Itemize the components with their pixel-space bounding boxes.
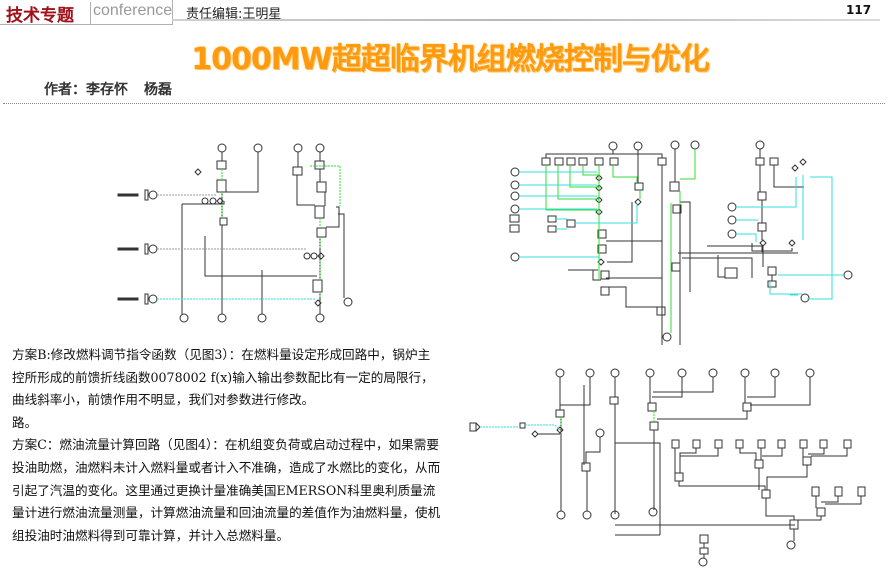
input-tag	[117, 293, 158, 305]
paragraph: 方案B:修改燃料调节指令函数（见图3）：在燃料量设定形成回路中，锅炉主控所形成的…	[12, 347, 434, 408]
header-brand: 技术专题	[6, 6, 74, 26]
header-separator	[90, 2, 91, 24]
control-logic-diagram-bottom-right	[469, 368, 866, 567]
paragraph: 路。	[12, 414, 38, 430]
author-label: 作者：	[44, 82, 86, 98]
control-logic-diagram-left	[117, 143, 353, 323]
control-logic-diagram-top-right	[509, 140, 853, 345]
paragraph: 方案C：燃油流量计算回路（见图4）：在机组变负荷或启动过程中，如果需要投油助燃，…	[12, 437, 441, 543]
header-brand-box	[0, 0, 173, 25]
author-name: 杨磊	[144, 82, 172, 98]
header-editor: 责任编辑:王明星	[186, 7, 282, 22]
input-tag	[117, 243, 158, 255]
article-title: 1000MW超超临界机组燃烧控制与优化	[191, 42, 709, 77]
article-body: 方案B:修改燃料调节指令函数（见图3）：在燃料量设定形成回路中，锅炉主控所形成的…	[12, 344, 442, 547]
input-tag	[117, 189, 158, 201]
page-number: 117	[846, 3, 872, 17]
header-section: conference	[93, 2, 173, 19]
dotted-divider	[3, 103, 885, 104]
header-rule	[172, 19, 880, 21]
author-name: 李存怀	[86, 82, 128, 98]
author-line: 作者：李存怀杨磊	[44, 79, 172, 99]
